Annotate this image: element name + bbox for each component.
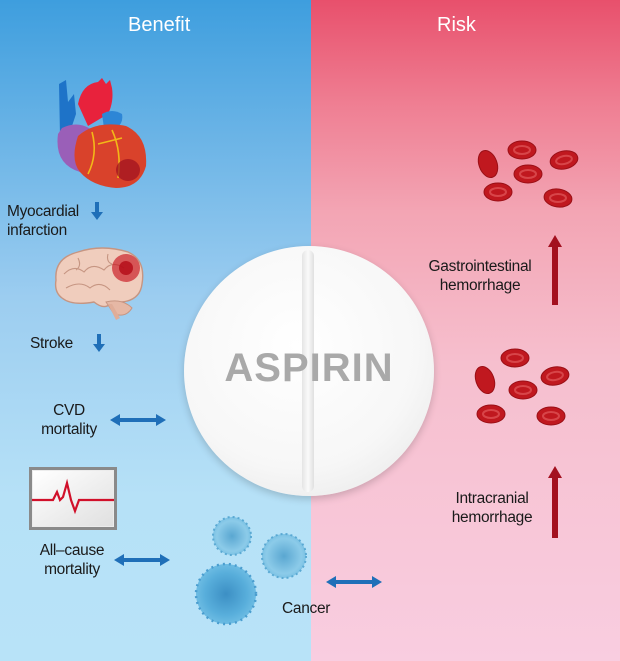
no-change-arrow-icon <box>326 576 382 588</box>
no-change-arrow-icon <box>110 414 166 426</box>
decrease-arrow-icon <box>93 334 105 352</box>
no-change-arrow-icon <box>114 554 170 566</box>
increase-arrow-icon <box>548 466 562 538</box>
ecg-monitor-icon <box>29 467 117 530</box>
benefit-header: Benefit <box>128 14 191 36</box>
cancer-cells-icon <box>194 516 307 626</box>
red-blood-cells-icon <box>474 348 570 426</box>
red-blood-cells-icon <box>477 140 579 208</box>
decrease-arrow-icon <box>91 202 103 220</box>
heart-icon <box>57 78 147 188</box>
risk-header: Risk <box>437 14 476 36</box>
aspirin-pill: ASPIRIN <box>184 246 434 496</box>
aspirin-label: ASPIRIN <box>224 346 394 390</box>
pill-score-line <box>302 250 314 492</box>
brain-icon <box>54 247 144 320</box>
increase-arrow-icon <box>548 235 562 305</box>
cancer-label: Cancer <box>282 600 331 617</box>
stroke-label: Stroke <box>30 335 73 352</box>
